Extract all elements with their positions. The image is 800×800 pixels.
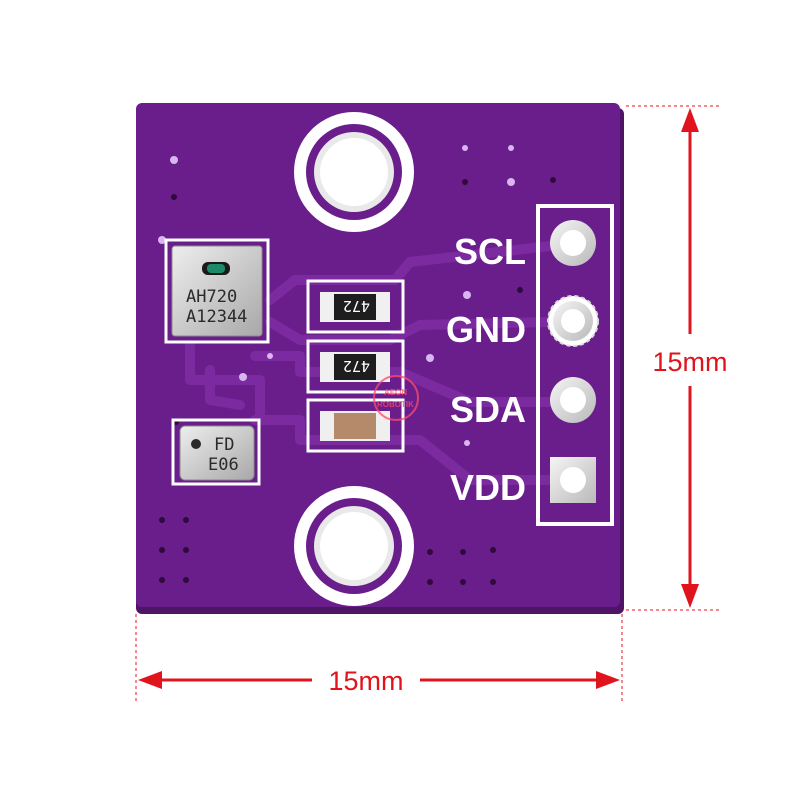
small-chip: FD E06: [171, 418, 261, 486]
width-label: 15mm: [328, 666, 403, 696]
pin-label-gnd: GND: [446, 309, 526, 350]
resistor-1-marking: 472: [343, 297, 370, 315]
pin-sda: [550, 377, 596, 423]
pin-gnd: [547, 295, 599, 347]
pcb-vias: [158, 145, 556, 585]
width-dimension: [135, 614, 623, 704]
small-chip-line2: E06: [208, 455, 239, 475]
height-label: 15mm: [652, 347, 727, 377]
resistor-1: 472: [306, 279, 405, 334]
sensor-chip-line1: AH720: [186, 287, 237, 307]
watermark-line1: AEON: [384, 388, 407, 397]
mounting-hole-top: [294, 112, 414, 232]
small-chip-line1: FD: [214, 435, 234, 455]
capacitor: [306, 398, 405, 453]
pin-label-scl: SCL: [454, 231, 526, 272]
sensor-chip: AH720 A12344: [164, 238, 270, 344]
pin-vdd: [550, 457, 596, 503]
height-dimension: [626, 105, 722, 611]
mounting-hole-bottom: [294, 486, 414, 606]
pin-label-vdd: VDD: [450, 467, 526, 508]
sensor-chip-line2: A12344: [186, 307, 247, 327]
resistor-2-marking: 472: [343, 357, 370, 375]
pin-header: [536, 204, 614, 526]
resistor-2: 472: [306, 339, 405, 394]
watermark-logo: AEON ROBOTIK: [373, 375, 419, 421]
pin-label-sda: SDA: [450, 389, 526, 430]
pin-scl: [550, 220, 596, 266]
watermark-line2: ROBOTIK: [377, 400, 414, 409]
